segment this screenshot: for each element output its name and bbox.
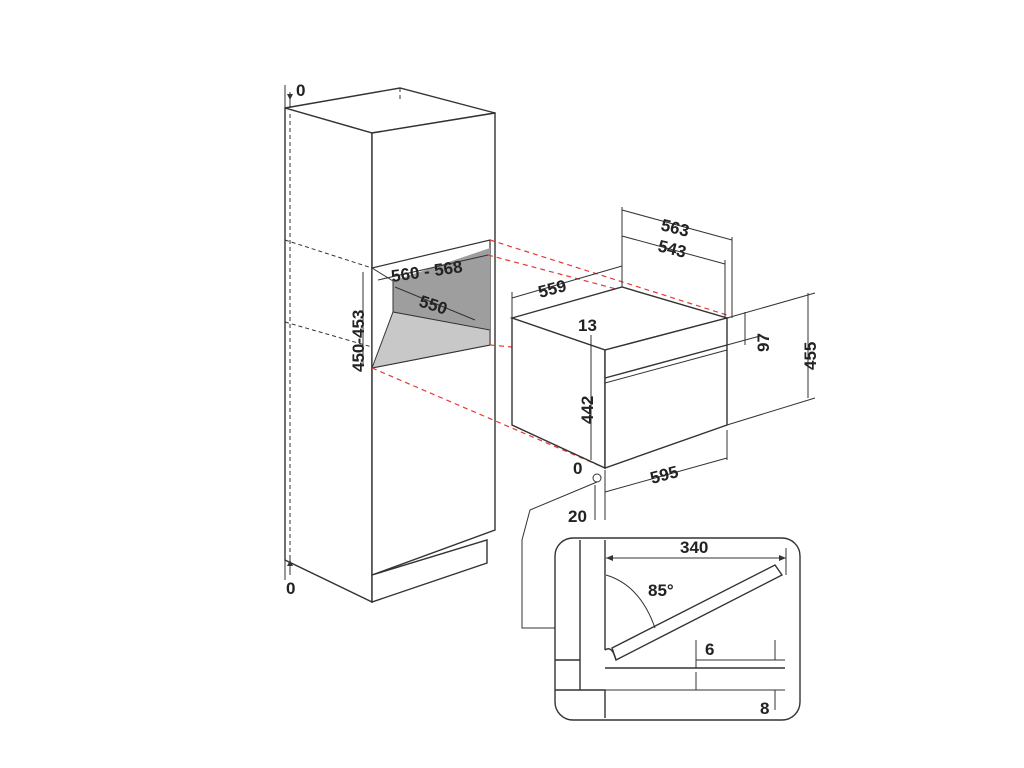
oven-body-height-label: 442 bbox=[578, 396, 597, 424]
door-angle-label: 85° bbox=[648, 581, 674, 600]
oven-unit bbox=[509, 286, 730, 470]
door-detail-panel bbox=[554, 537, 801, 721]
oven-panel-height-label: 97 bbox=[754, 333, 773, 352]
door-width-label: 340 bbox=[680, 538, 708, 557]
cabinet-top-gap-label: 0 bbox=[296, 81, 305, 100]
oven-depth-body-label: 559 bbox=[536, 276, 568, 302]
niche-floor bbox=[371, 311, 491, 369]
oven-depth-inner-label: 543 bbox=[656, 236, 688, 261]
oven-top-offset-label: 13 bbox=[578, 316, 597, 335]
gap-bottom-label: 8 bbox=[760, 699, 769, 718]
cabinet-bottom-gap-label: 0 bbox=[286, 579, 295, 598]
gap-top-label: 6 bbox=[705, 640, 714, 659]
niche-back-wall bbox=[393, 248, 490, 330]
dimension-lines bbox=[284, 85, 816, 629]
oven-niche bbox=[371, 239, 491, 369]
oven-front-gap-label: 0 bbox=[573, 459, 582, 478]
oven-total-height-label: 455 bbox=[801, 342, 820, 370]
oven-width-label: 595 bbox=[648, 462, 680, 488]
oven-side-offset-label: 20 bbox=[568, 507, 587, 526]
niche-height-label: 450-453 bbox=[349, 310, 368, 372]
